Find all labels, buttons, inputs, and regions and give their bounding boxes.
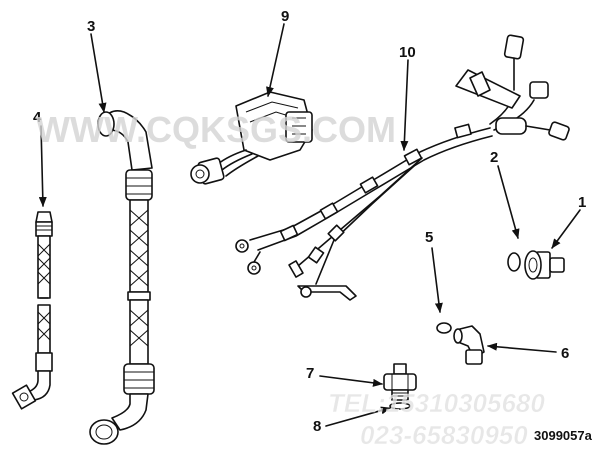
callout-7: 7 [306, 365, 314, 382]
pressure-switch-7 [383, 363, 417, 401]
leader-2 [497, 165, 520, 239]
callout-5: 5 [425, 229, 433, 246]
callout-8: 8 [313, 418, 321, 435]
callout-10: 10 [399, 44, 416, 61]
wiring-harness-10 [235, 34, 570, 301]
watermark-phone-2: 023-65830950 [360, 420, 528, 450]
leader-3 [90, 33, 107, 113]
leader-8 [325, 406, 391, 427]
hose-assembly-4 [11, 211, 53, 410]
callout-9: 9 [281, 8, 289, 25]
washer-8 [389, 402, 411, 410]
callout-1: 1 [578, 194, 586, 211]
o-ring-2 [507, 252, 521, 272]
leader-4 [38, 125, 47, 207]
leader-10 [400, 59, 409, 151]
leader-lines [38, 23, 581, 427]
leader-1 [551, 209, 581, 249]
leader-6 [487, 342, 557, 353]
callout-6: 6 [561, 345, 569, 362]
hose-assembly-3 [89, 110, 155, 445]
callout-3: 3 [87, 18, 95, 35]
watermark: WWW.CQKSGS.COM TEL:15310305680 023-65830… [36, 109, 546, 450]
callout-labels: 3 4 9 10 2 1 5 6 7 8 [33, 8, 586, 435]
sensor-1 [524, 250, 565, 280]
watermark-phone: TEL:15310305680 [328, 388, 545, 418]
leader-7 [319, 375, 383, 387]
leader-5 [431, 247, 443, 313]
connector-harness-9 [190, 91, 313, 185]
leader-9 [266, 23, 285, 97]
figure-part-number: 3099057a [534, 428, 593, 443]
callout-4: 4 [33, 109, 42, 126]
o-ring-5 [436, 322, 452, 334]
callout-2: 2 [490, 149, 498, 166]
elbow-fitting-6 [453, 325, 485, 365]
watermark-brand: WWW.CQKSGS.COM [36, 109, 396, 150]
